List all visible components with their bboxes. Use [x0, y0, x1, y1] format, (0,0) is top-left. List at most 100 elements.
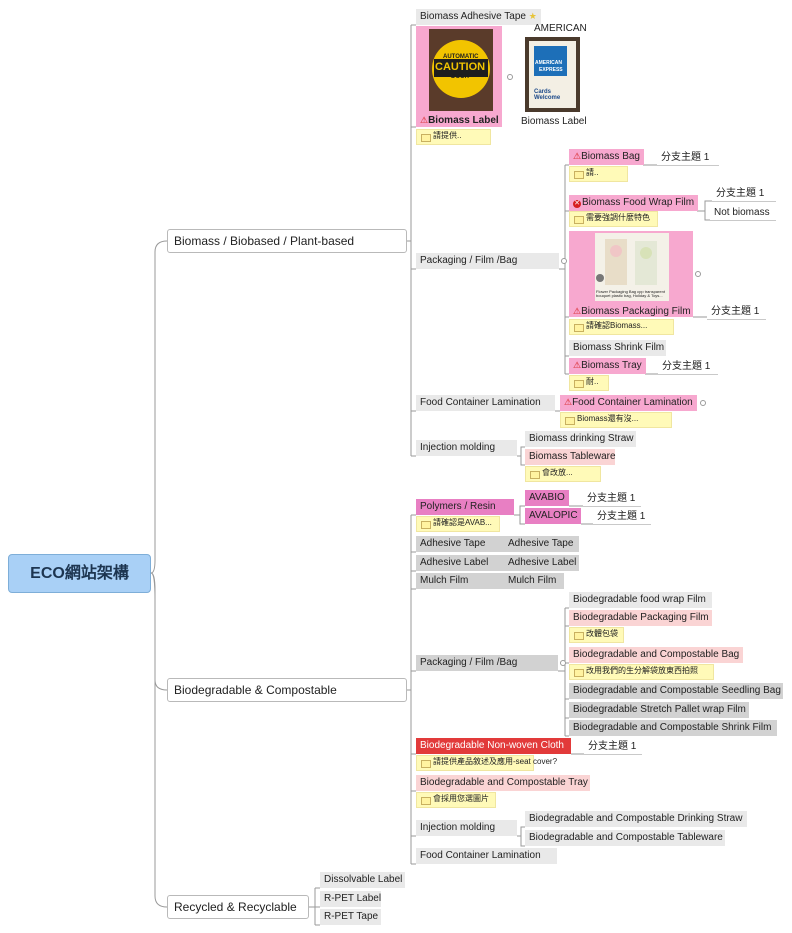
- deg-fcl[interactable]: Food Container Lamination: [416, 848, 557, 864]
- nonwoven-note[interactable]: 請提供產品敘述及應用-seat cover?: [416, 755, 557, 771]
- amex-text3: Cards: [534, 89, 552, 95]
- root-topic[interactable]: ECO網站架構: [8, 554, 151, 593]
- caution-line3: DOOR: [451, 74, 469, 80]
- deg-inj-straw: [517, 826, 525, 837]
- deg-mulch[interactable]: Mulch Film: [416, 573, 506, 589]
- note-icon: [574, 380, 584, 388]
- pack-film-sub[interactable]: 分支主題 1: [707, 305, 766, 320]
- polymers-resin[interactable]: Polymers / Resin: [416, 499, 514, 515]
- amex-text4: Welcome: [534, 95, 561, 101]
- deg-adhesive-label-child[interactable]: Adhesive Label: [504, 555, 579, 571]
- amex-line1: AMERICAN: [534, 23, 587, 34]
- deg-food-wrap[interactable]: Biodegradable food wrap Film: [569, 592, 712, 608]
- warning-icon: ⚠: [573, 360, 582, 370]
- avalopic[interactable]: AVALOPIC: [525, 508, 581, 524]
- biomass-bag[interactable]: ⚠Biomass Bag: [569, 149, 644, 165]
- biomass-label-note[interactable]: 請提供..: [416, 129, 491, 145]
- deg-mulch-child[interactable]: Mulch Film: [504, 573, 564, 589]
- topic-biomass[interactable]: Biomass / Biobased / Plant-based: [167, 229, 407, 253]
- collapse-dot[interactable]: [561, 258, 567, 264]
- flower-bag-caption: Flower Packaging Bag cpp transparent bou…: [596, 290, 665, 299]
- deg-comp-bag-note[interactable]: 改用我們的生分解袋放東西拍照: [569, 664, 714, 680]
- warning-icon: ⚠: [573, 306, 582, 316]
- biomass-tableware[interactable]: Biomass Tableware: [525, 449, 616, 465]
- pack-film-note[interactable]: 請確認Biomass...: [569, 319, 674, 335]
- note-icon: [421, 521, 431, 529]
- biomass-adhesive-tape[interactable]: Biomass Adhesive Tape ★: [416, 9, 541, 25]
- collapse-dot[interactable]: [560, 660, 566, 666]
- note-icon: [530, 471, 540, 479]
- note-icon: [574, 324, 584, 332]
- amex-text2: EXPRESS: [539, 67, 563, 73]
- note-icon: [574, 669, 584, 677]
- deg-straw[interactable]: Biodegradable and Compostable Drinking S…: [525, 811, 747, 827]
- caution-line1: AUTOMATIC: [443, 54, 479, 60]
- wrap-sub1-line: [697, 200, 712, 212]
- deg-adhesive-label[interactable]: Adhesive Label: [416, 555, 506, 571]
- inj-tableware-line: [520, 456, 525, 466]
- biomass-label-1[interactable]: ⚠Biomass Label: [420, 115, 499, 126]
- deg-packaging[interactable]: Packaging / Film /Bag: [416, 655, 558, 671]
- deg-comp-bag[interactable]: Biodegradable and Compostable Bag: [569, 647, 743, 663]
- rpet-label[interactable]: R-PET Label: [320, 891, 381, 907]
- topic-recycled[interactable]: Recycled & Recyclable: [167, 895, 309, 919]
- collapse-dot[interactable]: [700, 400, 706, 406]
- note-icon: [574, 216, 584, 224]
- note-icon: [565, 417, 575, 425]
- topic-biodegradable[interactable]: Biodegradable & Compostable: [167, 678, 407, 702]
- deg-nonwoven[interactable]: Biodegradable Non-woven Cloth: [416, 738, 571, 754]
- deg-shrink-film[interactable]: Biodegradable and Compostable Shrink Fil…: [569, 720, 777, 736]
- biomass-packaging-film[interactable]: ⚠Biomass Packaging Film: [573, 306, 691, 317]
- biomass-packaging[interactable]: Packaging / Film /Bag: [416, 253, 559, 269]
- deg-injection[interactable]: Injection molding: [416, 820, 517, 836]
- deg-inj-tableware: [520, 836, 525, 847]
- deg-adhesive-tape[interactable]: Adhesive Tape: [416, 536, 506, 552]
- biomass-food-wrap[interactable]: ✕Biomass Food Wrap Film: [569, 195, 699, 211]
- biomass-shrink-film[interactable]: Biomass Shrink Film: [569, 340, 666, 356]
- polymers-avabio: [514, 505, 525, 516]
- error-icon: ✕: [573, 200, 581, 208]
- food-wrap-sub1[interactable]: 分支主題 1: [712, 187, 776, 202]
- food-wrap-sub2[interactable]: Not biomass: [710, 206, 776, 221]
- wrap-sub2-line: [704, 211, 710, 221]
- collapse-dot[interactable]: [695, 271, 701, 277]
- deg-pack-film-note[interactable]: 改體包袋: [569, 627, 624, 643]
- tray-note[interactable]: 耐..: [569, 375, 609, 391]
- deg-adhesive-tape-child[interactable]: Adhesive Tape: [504, 536, 579, 552]
- inj-straw-line: [517, 446, 525, 457]
- collapse-dot[interactable]: [507, 74, 513, 80]
- dissolvable-label[interactable]: Dissolvable Label: [320, 872, 405, 888]
- flower-bag-image: [595, 233, 669, 301]
- avalopic-sub[interactable]: 分支主題 1: [593, 510, 651, 525]
- root-to-biomass: [150, 240, 168, 574]
- nonwoven-sub[interactable]: 分支主題 1: [584, 740, 642, 755]
- deg-pack-film[interactable]: Biodegradable Packaging Film: [569, 610, 712, 626]
- biomass-injection[interactable]: Injection molding: [416, 440, 517, 456]
- note-icon: [574, 171, 584, 179]
- biomass-straw[interactable]: Biomass drinking Straw: [525, 431, 636, 447]
- tray-sub[interactable]: 分支主題 1: [658, 360, 718, 375]
- avabio-sub[interactable]: 分支主題 1: [583, 492, 641, 507]
- warning-icon: ⚠: [564, 397, 573, 407]
- tableware-note[interactable]: 會改放...: [525, 466, 601, 482]
- biomass-fcl-child[interactable]: ⚠Food Container Lamination: [560, 395, 697, 411]
- note-icon: [421, 134, 431, 142]
- deg-tableware[interactable]: Biodegradable and Compostable Tableware: [525, 830, 725, 846]
- biomass-fcl[interactable]: Food Container Lamination: [416, 395, 555, 411]
- deg-seedling-bag[interactable]: Biodegradable and Compostable Seedling B…: [569, 683, 783, 699]
- polymers-note[interactable]: 請確認是AVAB...: [416, 516, 500, 532]
- biomass-bag-sub[interactable]: 分支主題 1: [657, 151, 719, 166]
- root-to-recycled: [150, 572, 168, 908]
- deg-pallet-wrap[interactable]: Biodegradable Stretch Pallet wrap Film: [569, 702, 749, 718]
- biomass-tray[interactable]: ⚠Biomass Tray: [569, 358, 646, 374]
- rpet-tape[interactable]: R-PET Tape: [320, 909, 381, 925]
- food-wrap-note[interactable]: 需要強調什麼特色: [569, 211, 658, 227]
- fcl-note[interactable]: Biomass還有沒...: [560, 412, 672, 428]
- avabio[interactable]: AVABIO: [525, 490, 569, 506]
- deg-tray[interactable]: Biodegradable and Compostable Tray: [416, 775, 590, 791]
- biomass-bag-note[interactable]: 請..: [569, 166, 628, 182]
- deg-tray-note[interactable]: 會採用您選圖片: [416, 792, 496, 808]
- biomass-label-2[interactable]: Biomass Label: [521, 116, 587, 127]
- warning-icon: ⚠: [573, 151, 582, 161]
